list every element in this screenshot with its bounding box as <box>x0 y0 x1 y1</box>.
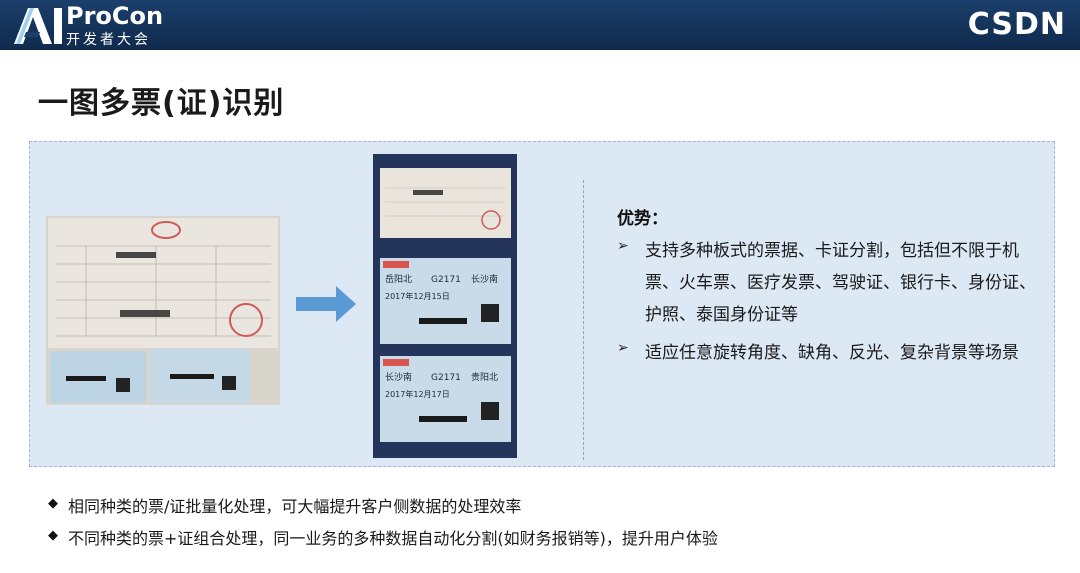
ticket2-train: G2171 <box>431 373 461 383</box>
diamond-bullet-icon: ◆ <box>48 528 58 543</box>
csdn-logo: CSDN <box>967 7 1066 42</box>
ticket1-from: 岳阳北 <box>385 273 412 285</box>
ticket1-to: 长沙南 <box>471 273 498 285</box>
summary-text: 相同种类的票/证批量化处理，可大幅提升客户侧数据的处理效率 <box>68 497 522 516</box>
ticket-photo <box>46 216 280 405</box>
summary-bullets: ◆ 相同种类的票/证批量化处理，可大幅提升客户侧数据的处理效率 ◆ 不同种类的票… <box>48 494 718 558</box>
logo-subtitle: 开发者大会 <box>66 32 151 48</box>
summary-text: 不同种类的票+证组合处理，同一业务的多种数据自动化分割(如财务报销等)，提升用户… <box>68 529 718 548</box>
advantages-list: ➢ 支持多种板式的票据、卡证分割，包括但不限于机票、火车票、医疗发票、驾驶证、银… <box>617 235 1037 375</box>
arrow-bullet-icon: ➢ <box>617 238 629 254</box>
advantages-title: 优势： <box>617 209 668 229</box>
header-bar: ProCon 开发者大会 CSDN <box>0 0 1080 50</box>
ticket2-to: 贵阳北 <box>471 371 498 383</box>
arrow-bullet-icon: ➢ <box>617 340 629 356</box>
advantage-text: 适应任意旋转角度、缺角、反光、复杂背景等场景 <box>645 343 1019 363</box>
segmentation-result: 岳阳北 G2171 长沙南 2017年12月15日 长沙南 G2171 贵阳北 … <box>373 154 517 458</box>
right-arrow-icon <box>296 286 356 322</box>
advantage-item: ➢ 适应任意旋转角度、缺角、反光、复杂背景等场景 <box>617 337 1037 369</box>
dashed-divider <box>583 180 584 460</box>
advantage-item: ➢ 支持多种板式的票据、卡证分割，包括但不限于机票、火车票、医疗发票、驾驶证、银… <box>617 235 1037 331</box>
ticket1-date: 2017年12月15日 <box>385 291 450 301</box>
summary-item: ◆ 不同种类的票+证组合处理，同一业务的多种数据自动化分割(如财务报销等)，提升… <box>48 526 718 551</box>
logo-procon: ProCon <box>66 2 164 30</box>
diamond-bullet-icon: ◆ <box>48 496 58 511</box>
ticket2-date: 2017年12月17日 <box>385 389 450 399</box>
ticket1-train: G2171 <box>431 275 461 285</box>
summary-item: ◆ 相同种类的票/证批量化处理，可大幅提升客户侧数据的处理效率 <box>48 494 718 519</box>
ticket2-from: 长沙南 <box>385 371 412 383</box>
ai-logo-icon <box>14 8 62 44</box>
page-title: 一图多票(证)识别 <box>38 86 285 121</box>
advantage-text: 支持多种板式的票据、卡证分割，包括但不限于机票、火车票、医疗发票、驾驶证、银行卡… <box>645 241 1036 325</box>
